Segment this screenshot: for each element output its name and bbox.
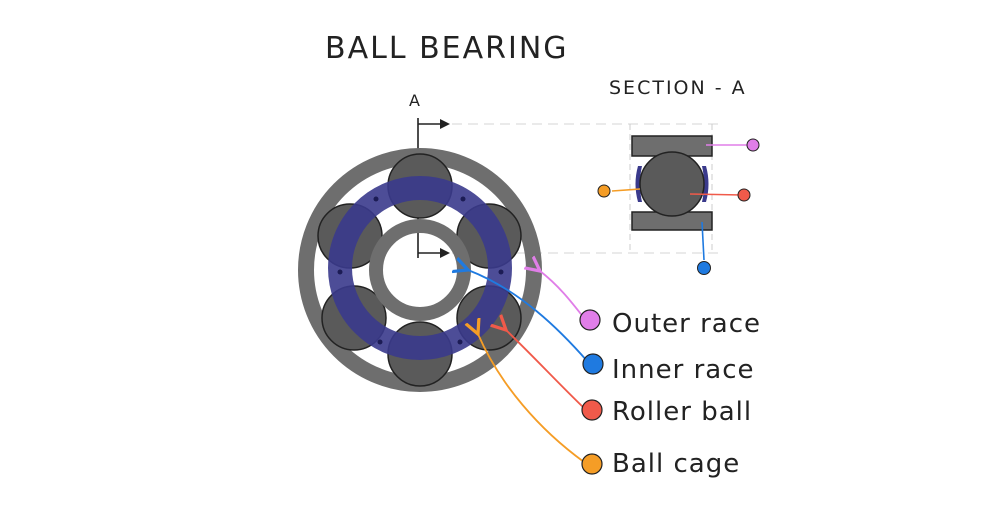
leader-lines (468, 270, 589, 463)
ball-cage-leader (478, 334, 585, 463)
section-ball-dot (737, 188, 751, 202)
section-outer-dot (746, 138, 760, 152)
inner-race-swatch (582, 353, 604, 375)
legend-item-roller-ball: Roller ball (581, 397, 752, 427)
section-callouts (597, 138, 760, 275)
legend-item-inner-race: Inner race (582, 353, 755, 385)
section-cage-left (635, 166, 642, 202)
ball-cage-ring (328, 176, 512, 360)
section-marker-label: A (409, 91, 420, 110)
roller-ball-leader (506, 330, 585, 409)
roller-ball-swatch (581, 399, 603, 421)
section-title: SECTION - A (609, 77, 747, 99)
legend-item-ball-cage: Ball cage (581, 449, 740, 479)
section-inner-dot (697, 261, 711, 275)
legend: Outer race Inner race Roller ball Ball c… (579, 309, 761, 479)
section-cage-dot (597, 184, 611, 198)
bearing-front-view (298, 148, 542, 392)
legend-label-outer-race: Outer race (612, 309, 761, 339)
legend-label-roller-ball: Roller ball (612, 397, 752, 427)
ball-cage-swatch (581, 453, 603, 475)
section-roller-ball (639, 151, 705, 217)
section-cage-right (702, 166, 709, 202)
diagram-title: BALL BEARING (325, 31, 569, 66)
outer-race-swatch (579, 309, 601, 331)
inner-race-ring (369, 219, 471, 321)
section-view (629, 124, 713, 253)
cage-rivets (337, 196, 504, 345)
inner-race-leader (468, 270, 589, 363)
outer-race-leader (540, 271, 585, 319)
legend-label-ball-cage: Ball cage (612, 449, 740, 479)
legend-label-inner-race: Inner race (612, 355, 755, 385)
legend-item-outer-race: Outer race (579, 309, 761, 339)
